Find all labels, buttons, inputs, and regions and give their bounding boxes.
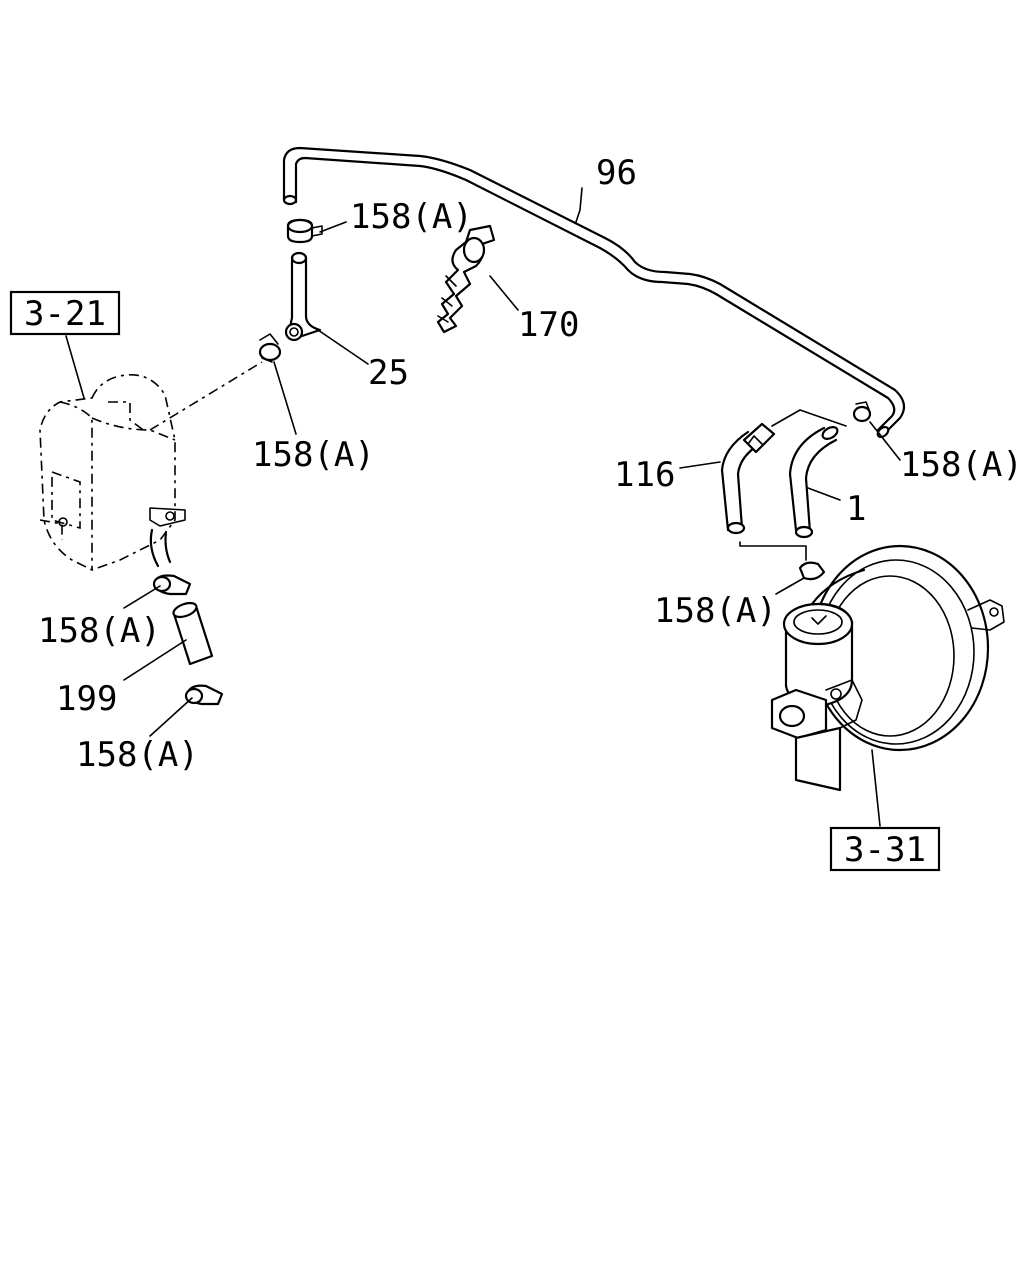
ref-label-3-31: 3-31 bbox=[844, 830, 926, 870]
vacuum-pipe-96 bbox=[282, 146, 906, 439]
reservoir-tank-outline bbox=[39, 361, 263, 571]
hose-connector bbox=[742, 422, 776, 454]
hose-199 bbox=[172, 601, 214, 666]
callout-199: 199 bbox=[56, 679, 117, 719]
callout-1: 1 bbox=[846, 489, 866, 529]
master-cylinder bbox=[770, 602, 863, 792]
callout-170: 170 bbox=[518, 305, 579, 345]
callout-158a-right: 158(A) bbox=[900, 445, 1023, 485]
ref-label-3-21: 3-21 bbox=[24, 294, 106, 334]
hose-25 bbox=[284, 251, 322, 342]
callout-158a-left-mid: 158(A) bbox=[252, 435, 375, 475]
hose-clamp-tank-lower bbox=[184, 684, 224, 706]
callout-116: 116 bbox=[614, 455, 675, 495]
callout-158a-tank-lower: 158(A) bbox=[76, 735, 199, 775]
pipe-clamp-170 bbox=[436, 224, 496, 334]
callout-25: 25 bbox=[368, 353, 409, 393]
callout-158a-top: 158(A) bbox=[350, 197, 473, 237]
hose-clamp-right bbox=[852, 401, 872, 423]
callout-158a-tank-upper: 158(A) bbox=[38, 611, 161, 651]
callout-158a-booster: 158(A) bbox=[654, 591, 777, 631]
hose-clamp-booster bbox=[798, 561, 826, 581]
leader-lines bbox=[65, 187, 901, 827]
callout-96: 96 bbox=[596, 153, 637, 193]
hose-clamp-left-mid bbox=[258, 333, 282, 363]
ref-box-3-31: 3-31 bbox=[829, 826, 941, 872]
ref-box-3-21: 3-21 bbox=[9, 290, 121, 336]
hose-group-lines bbox=[739, 409, 847, 561]
hose-1 bbox=[788, 426, 839, 539]
hose-clamp-top bbox=[286, 218, 323, 244]
hose-clamp-tank-upper bbox=[152, 574, 192, 596]
